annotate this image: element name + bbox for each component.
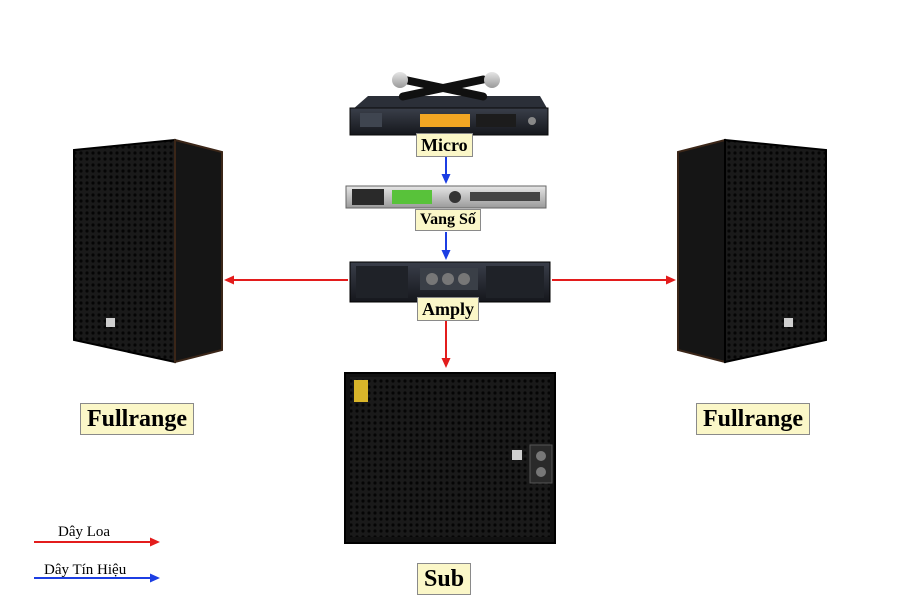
mixer-display xyxy=(392,190,432,204)
fullrange-speaker-right xyxy=(677,138,827,364)
arrow-vang-so-to-amply-arrowhead-icon xyxy=(441,250,451,260)
fullrange-speaker-left xyxy=(73,138,223,364)
arrow-amply-to-fullrange-left-arrowhead-icon xyxy=(224,275,234,285)
digital-mixer xyxy=(345,185,547,209)
speaker-logo-icon xyxy=(512,450,522,460)
speakon-jack-icon xyxy=(536,467,546,477)
sub-connector-panel xyxy=(529,444,553,484)
subwoofer-cabinet xyxy=(344,372,556,544)
microphone-receiver xyxy=(349,72,549,136)
label-micro: Micro xyxy=(416,133,473,157)
legend-speaker-wire-arrowhead-icon xyxy=(150,537,160,547)
amp-knob-icon xyxy=(442,273,454,285)
speaker-logo-icon xyxy=(106,318,115,327)
speaker-logo-icon xyxy=(784,318,793,327)
label-fullrange-right: Fullrange xyxy=(696,403,810,435)
amp-knob-icon xyxy=(458,273,470,285)
sub-label-sticker xyxy=(354,380,368,402)
label-fullrange-left: Fullrange xyxy=(80,403,194,435)
microphone-icon xyxy=(392,72,500,101)
legend xyxy=(34,537,160,583)
legend-speaker-wire-label: Dây Loa xyxy=(58,524,111,540)
legend-signal-wire-label: Dây Tín Hiệu xyxy=(44,562,127,578)
label-amply: Amply xyxy=(417,297,480,321)
label-vang-so: Vang Số xyxy=(415,209,481,231)
arrow-amply-to-sub-arrowhead-icon xyxy=(441,358,451,368)
arrow-amply-to-fullrange-right-arrowhead-icon xyxy=(666,275,676,285)
power-amplifier xyxy=(349,261,551,303)
receiver-display xyxy=(420,114,470,127)
label-sub: Sub xyxy=(417,563,472,595)
amp-knob-icon xyxy=(426,273,438,285)
legend-signal-wire-arrowhead-icon xyxy=(150,573,160,583)
speakon-jack-icon xyxy=(536,451,546,461)
connection-arrows xyxy=(224,157,676,368)
arrow-micro-to-vang-so-arrowhead-icon xyxy=(441,174,451,184)
mixer-knob-icon xyxy=(449,191,461,203)
